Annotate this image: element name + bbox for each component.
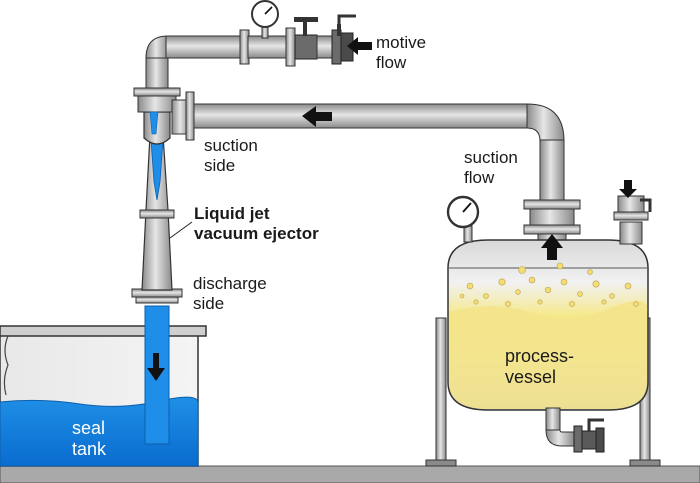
suction-flow-label: suction flow <box>464 148 518 188</box>
motive-pipe <box>145 27 354 89</box>
label-line: side <box>204 156 236 175</box>
valve-icon <box>294 17 318 36</box>
process-vessel-label: process- vessel <box>505 346 574 388</box>
label-line: suction <box>204 136 258 155</box>
ejector-leader-line <box>169 221 193 239</box>
valve-icon <box>640 198 652 212</box>
pressure-gauge-icon <box>446 195 480 229</box>
seal-tank-label: seal tank <box>72 418 106 460</box>
label-line: vacuum ejector <box>194 224 319 243</box>
label-line: motive <box>376 33 427 52</box>
floor <box>0 465 700 483</box>
flow-arrow-icon <box>541 234 563 260</box>
discharge-side-label: discharge side <box>193 274 267 314</box>
liquid-jet-ejector <box>131 87 195 304</box>
label-line: process- <box>505 346 575 366</box>
ejector-label: Liquid jet vacuum ejector <box>194 204 319 244</box>
flow-arrow-icon <box>619 180 637 198</box>
process-vessel <box>425 195 661 467</box>
flow-arrow-icon <box>147 353 165 381</box>
flow-arrow-icon <box>347 37 372 55</box>
motive-flow-label: motive flow <box>376 33 426 73</box>
suction-pipe <box>193 103 581 247</box>
pressure-gauge-icon <box>251 0 279 39</box>
suction-side-label: suction side <box>204 136 258 176</box>
valve-icon <box>337 14 356 36</box>
label-line: flow <box>464 168 495 187</box>
label-line: tank <box>72 439 107 459</box>
discharge-water-column <box>144 305 170 445</box>
label-line: Liquid jet <box>194 204 270 223</box>
flow-arrow-icon <box>302 106 332 127</box>
label-line: flow <box>376 53 407 72</box>
label-line: seal <box>72 418 106 438</box>
label-line: side <box>193 294 225 313</box>
label-line: discharge <box>193 274 267 293</box>
label-line: suction <box>464 148 518 167</box>
label-line: vessel <box>505 367 557 387</box>
